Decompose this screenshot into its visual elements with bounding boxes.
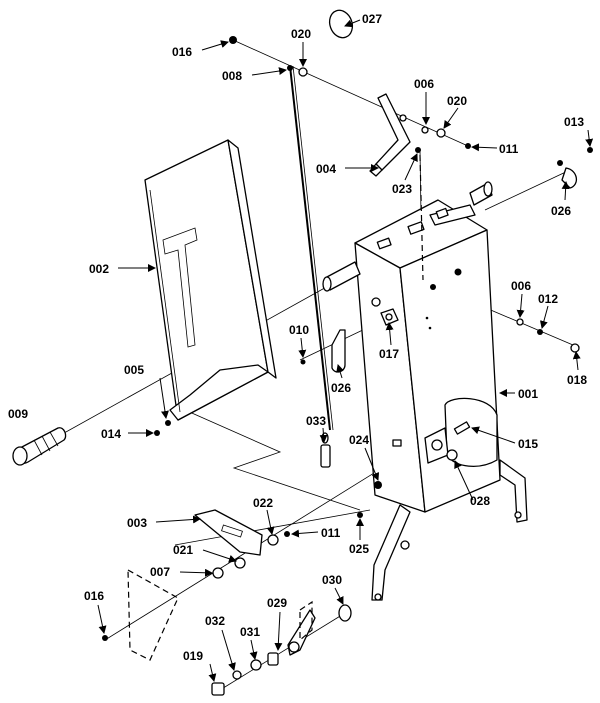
label-027: 027: [362, 12, 382, 26]
lever-part-004: [328, 9, 411, 177]
label-019: 019: [183, 649, 203, 663]
label-014: 014: [101, 427, 121, 441]
label-028: 028: [470, 494, 490, 508]
label-012: 012: [538, 292, 558, 306]
long-rod-part-008: [287, 65, 334, 431]
dashed-link-023: [419, 154, 424, 281]
label-007: 007: [150, 565, 170, 579]
label-011-top: 011: [499, 142, 519, 156]
label-031: 031: [240, 625, 260, 639]
label-018: 018: [567, 373, 587, 387]
hook-part-026-right: [557, 160, 577, 189]
label-002: 002: [89, 262, 109, 276]
label-008: 008: [222, 69, 242, 83]
side-panel-part-002: [144, 139, 277, 421]
label-003: 003: [127, 516, 147, 530]
label-009: 009: [8, 407, 28, 421]
lower-shaft: [322, 261, 361, 292]
dashed-plate-bottom: [299, 600, 313, 642]
label-024: 024: [349, 433, 369, 447]
label-006-right: 006: [511, 279, 531, 293]
label-026-right: 026: [551, 204, 571, 218]
label-020-left: 020: [291, 27, 311, 41]
label-011-bottom: 011: [321, 526, 341, 540]
bracket-plate-part-003: [194, 509, 263, 556]
label-033: 033: [306, 414, 326, 428]
bottom-hardware: [211, 604, 352, 696]
label-030: 030: [322, 573, 342, 587]
upper-shaft: [469, 181, 493, 206]
label-029: 029: [267, 596, 287, 610]
label-010: 010: [289, 323, 309, 337]
roller-part-028: [446, 449, 458, 461]
label-026-center: 026: [331, 381, 351, 395]
pin-part-015: [453, 421, 471, 435]
block-part-017: [371, 297, 399, 326]
label-023: 023: [392, 182, 412, 196]
handle-grip-part-009: [12, 427, 67, 466]
label-015: 015: [518, 437, 538, 451]
leader-lines: [97, 19, 594, 682]
label-022: 022: [253, 496, 273, 510]
main-housing-part-001: [354, 199, 528, 601]
label-006-top: 006: [414, 77, 434, 91]
dashed-plate-left: [127, 568, 179, 661]
label-001: 001: [518, 387, 538, 401]
fasteners: [102, 36, 593, 641]
label-004: 004: [316, 162, 336, 176]
part-labels: 027 016 020 008 006 020 011 004 023 013 …: [8, 12, 587, 663]
label-025: 025: [349, 542, 369, 556]
label-005: 005: [124, 363, 144, 377]
label-021: 021: [173, 543, 193, 557]
label-013: 013: [564, 115, 584, 129]
label-017: 017: [379, 347, 399, 361]
label-032: 032: [205, 614, 225, 628]
rod-end-part-033: [320, 432, 331, 468]
label-016-top: 016: [172, 45, 192, 59]
label-016-bottom: 016: [84, 589, 104, 603]
label-020-right: 020: [447, 94, 467, 108]
